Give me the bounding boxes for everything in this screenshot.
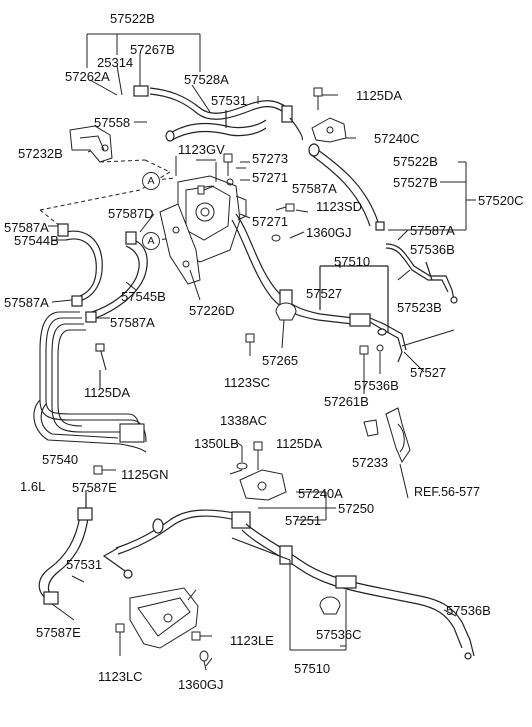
label-57250: 57250 [338,501,375,516]
label-57536b-low: 57536B [446,603,491,618]
bracket-57240c [311,117,347,143]
label-57527b: 57527B [393,175,438,190]
label-1123lc: 1123LC [98,669,143,684]
label-57545b: 57545B [121,289,166,304]
label-1350lb: 1350LB [194,436,239,451]
clamp-57233 [363,407,411,499]
label-57536b-r2: 57536B [354,378,399,393]
label-57240c: 57240C [374,131,420,146]
leader-lines-misc [48,156,457,667]
leader-lines-bottom [258,491,347,651]
label-1360gj-low: 1360GJ [178,677,224,692]
label-57251: 57251 [285,513,322,528]
label-57510-top: 57510 [334,254,371,269]
label-57261b: 57261B [324,394,369,409]
bracket-57232b [69,125,113,163]
label-57240a: 57240A [298,486,343,501]
pump-assembly [159,162,247,301]
label-57587a-l3: 57587A [110,315,155,330]
label-57587a-r2: 57587A [410,223,455,238]
clamp-57265 [275,302,297,349]
bolt-1125da-top [313,87,323,110]
pipe-57523b [385,243,458,304]
label-1338ac: 1338AC [220,413,267,428]
label-57226d: 57226D [189,303,235,318]
label-57587e-1: 57587E [72,480,117,495]
hose-57544b [57,223,103,307]
bracket-lower [115,587,212,671]
label-57527-r: 57527 [410,365,447,380]
label-57271-b: 57271 [252,214,289,229]
label-1125da-low: 1125DA [276,436,323,451]
circle-marker-a-1: A [142,172,160,190]
label-57544b: 57544B [14,233,59,248]
label-57587a-l2: 57587A [4,295,49,310]
label-57536b-r1: 57536B [410,242,455,257]
hose-57527b [308,143,385,231]
label-57527-mid: 57527 [306,286,343,301]
hose-57531-top [165,110,267,142]
label-57262a: 57262A [65,69,110,84]
label-57273: 57273 [252,151,289,166]
label-57267b: 57267B [130,42,175,57]
fitting-57261b [359,344,384,394]
hose-57545b [85,231,148,323]
label-57522b-top: 57522B [110,11,155,26]
bolt-1123sc [245,333,255,356]
bracket-57240a [235,441,287,501]
label-57558: 57558 [94,115,131,130]
label-1123sd: 1123SD [316,199,363,214]
label-57536c: 57536C [316,627,362,642]
circle-marker-a-2: A [142,232,160,250]
label-57587a-l1: 57587A [4,220,49,235]
bolt-1125gn [93,465,116,475]
clamp-57536c [319,596,341,615]
label-57265: 57265 [262,353,299,368]
bolts-pump [197,153,295,242]
label-57531-low: 57531 [66,557,103,572]
label-57587d: 57587D [108,206,154,221]
label-1125gn: 1125GN [121,467,169,482]
hose-57510-mid [231,213,407,363]
label-1125da-top: 1125DA [356,88,403,103]
label-57271-a: 57271 [252,170,289,185]
label-1125da-mid: 1125DA [84,385,131,400]
hose-57510-low [102,509,475,660]
label-1123sc: 1123SC [224,375,271,390]
hose-57528a [133,85,303,141]
label-ref-56-577: REF.56-577 [414,485,481,499]
label-57520c: 57520C [478,193,524,208]
label-1123gv: 1123GV [178,142,225,157]
label-57510-low: 57510 [294,661,331,676]
leader-lines-right [388,161,476,231]
label-57522b-r: 57522B [393,154,438,169]
label-57531-top: 57531 [211,93,248,108]
label-25314: 25314 [97,55,134,70]
label-57587e-2: 57587E [36,625,81,640]
label-57540: 57540 [42,452,79,467]
label-1123le: 1123LE [230,633,274,648]
cooler-pipe-57540 [33,311,147,453]
label-57232b: 57232B [18,146,63,161]
label-57587a-r1: 57587A [292,181,337,196]
label-57528a: 57528A [184,72,229,87]
label-1360gj-top: 1360GJ [306,225,352,240]
hose-57531-low [38,490,93,605]
label-1-6l: 1.6L [20,479,46,494]
label-57523b: 57523B [397,300,442,315]
label-57233: 57233 [352,455,389,470]
